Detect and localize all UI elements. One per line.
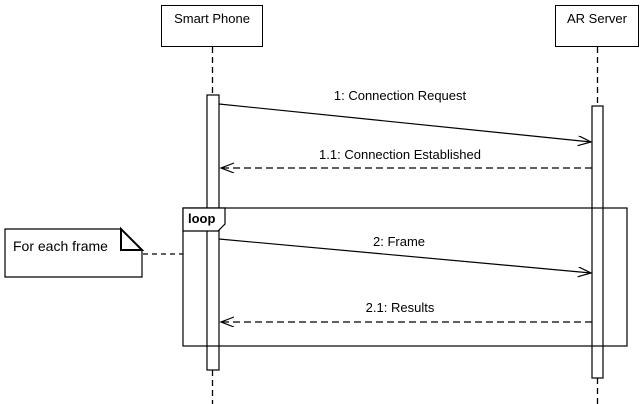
activation-bar-arserver[interactable] xyxy=(591,105,604,379)
message-connection-request-label: 1: Connection Request xyxy=(333,88,467,103)
message-frame-label: 2: Frame xyxy=(372,234,426,249)
message-results-label: 2.1: Results xyxy=(365,300,435,315)
loop-operator-label: loop xyxy=(188,211,216,226)
actor-arserver-label: AR Server xyxy=(567,11,627,26)
message-connection-request-arrow[interactable] xyxy=(218,103,591,142)
message-frame-arrow[interactable] xyxy=(218,238,591,273)
loop-fragment-operator-tab[interactable] xyxy=(182,207,226,232)
actor-smartphone[interactable]: Smart Phone xyxy=(161,5,263,47)
note-shape[interactable] xyxy=(4,228,143,278)
note-text: For each frame xyxy=(13,238,108,254)
actor-arserver[interactable]: AR Server xyxy=(555,5,639,47)
activation-bar-smartphone[interactable] xyxy=(206,94,220,371)
loop-fragment-border[interactable] xyxy=(182,207,628,347)
note-fold-corner xyxy=(120,226,145,251)
message-connection-established-label: 1.1: Connection Established xyxy=(319,147,481,162)
actor-smartphone-label: Smart Phone xyxy=(174,11,250,26)
